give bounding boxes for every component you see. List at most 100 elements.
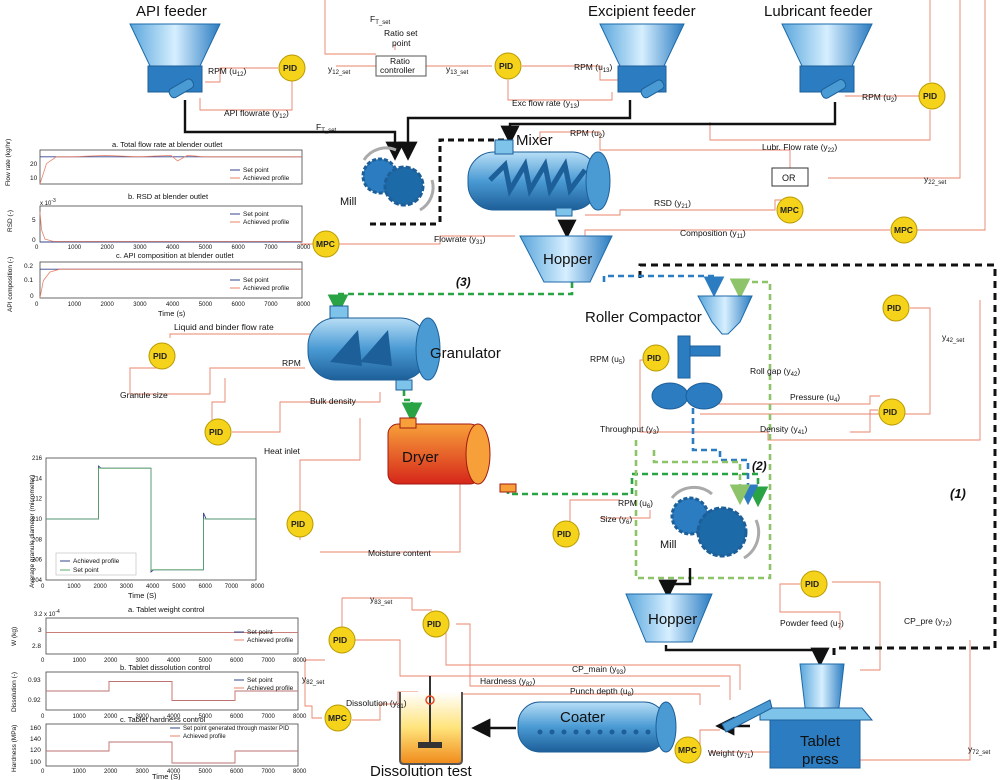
x-tick-label: 2000 bbox=[101, 302, 115, 308]
axis-label: Average granule diameter (micrometer) bbox=[29, 475, 36, 588]
series-line-achieved-profile bbox=[46, 681, 298, 701]
svg-text:Bulk density: Bulk density bbox=[310, 396, 357, 406]
x-tick-label: 2000 bbox=[101, 245, 115, 251]
svg-text:PID: PID bbox=[333, 635, 347, 645]
api-feeder: API feeder bbox=[129, 3, 221, 99]
mpc-controller-mixer: MPC bbox=[776, 196, 804, 224]
series-line-achieved-profile bbox=[39, 211, 302, 242]
svg-text:Size (y6): Size (y6) bbox=[600, 514, 632, 526]
x-tick-label: 0 bbox=[41, 714, 45, 720]
svg-text:PID: PID bbox=[283, 63, 297, 73]
hopper-bottom-label: Hopper bbox=[648, 611, 697, 628]
excipient-feeder-label: Excipient feeder bbox=[588, 3, 696, 20]
x-tick-label: 6000 bbox=[230, 658, 244, 664]
y-tick-label: 214 bbox=[32, 476, 43, 482]
svg-text:Achieved profile: Achieved profile bbox=[247, 637, 294, 644]
x-tick-label: 6000 bbox=[232, 302, 246, 308]
legend: Achieved profile Set point bbox=[55, 552, 137, 576]
mpc-controller-weight: MPC bbox=[674, 736, 702, 764]
svg-text:PID: PID bbox=[427, 619, 441, 629]
svg-text:x 10-3: x 10-3 bbox=[40, 198, 56, 207]
granulator-label: Granulator bbox=[430, 345, 501, 362]
svg-text:CP_main (y93): CP_main (y93) bbox=[572, 664, 626, 676]
series-line-achieved-profile bbox=[46, 741, 298, 764]
svg-text:MPC: MPC bbox=[316, 239, 335, 249]
x-tick-label: 5000 bbox=[199, 769, 213, 775]
x-tick-label: 7000 bbox=[262, 658, 276, 664]
x-tick-label: 4000 bbox=[166, 245, 180, 251]
svg-text:Set point: Set point bbox=[247, 629, 273, 636]
svg-text:Achieved profile: Achieved profile bbox=[243, 175, 290, 182]
svg-text:160: 160 bbox=[30, 725, 41, 732]
series-line-set-point bbox=[46, 467, 256, 571]
svg-text:0: 0 bbox=[32, 237, 36, 244]
x-tick-label: 8000 bbox=[297, 302, 311, 308]
x-tick-label: 6000 bbox=[232, 245, 246, 251]
mixer-label: Mixer bbox=[516, 132, 553, 149]
roller-compactor-label: Roller Compactor bbox=[585, 309, 702, 326]
svg-text:PID: PID bbox=[923, 91, 937, 101]
x-tick-label: 6000 bbox=[230, 769, 244, 775]
api-feeder-label: API feeder bbox=[136, 3, 207, 20]
svg-text:Lubr. Flow rate (y22): Lubr. Flow rate (y22) bbox=[762, 142, 837, 154]
svg-text:CP_pre (y72): CP_pre (y72) bbox=[904, 616, 952, 628]
svg-text:y42_set: y42_set bbox=[942, 332, 965, 344]
x-tick-label: 3000 bbox=[136, 714, 150, 720]
svg-text:RPM (u13): RPM (u13) bbox=[574, 62, 613, 74]
x-tick-label: 7000 bbox=[264, 245, 278, 251]
svg-text:PID: PID bbox=[499, 61, 513, 71]
svg-text:Density (y41): Density (y41) bbox=[760, 424, 807, 436]
svg-text:Moisture content: Moisture content bbox=[368, 548, 431, 558]
loop-1-label: (1) bbox=[950, 486, 966, 501]
x-tick-label: 3000 bbox=[133, 302, 147, 308]
x-tick-label: 8000 bbox=[293, 769, 307, 775]
svg-text:Set point: Set point bbox=[243, 167, 269, 174]
chart-title: c. API composition at blender outlet bbox=[116, 251, 234, 260]
svg-text:y82_set: y82_set bbox=[302, 674, 325, 686]
svg-text:PID: PID bbox=[153, 351, 167, 361]
svg-text:point: point bbox=[392, 38, 411, 48]
svg-text:y12_set: y12_set bbox=[328, 64, 351, 76]
svg-text:Dissolution (y81): Dissolution (y81) bbox=[346, 698, 407, 710]
mill-top-label: Mill bbox=[340, 196, 357, 208]
svg-text:3.2 x 10-4: 3.2 x 10-4 bbox=[34, 609, 60, 618]
or-box: OR bbox=[771, 167, 809, 187]
dryer-label: Dryer bbox=[402, 449, 439, 466]
y-tick-label: 216 bbox=[32, 456, 43, 462]
svg-text:MPC: MPC bbox=[894, 225, 913, 235]
legend: Set point Achieved profile bbox=[234, 677, 294, 692]
x-tick-label: 0 bbox=[41, 769, 45, 775]
svg-text:Achieved profile: Achieved profile bbox=[243, 285, 290, 292]
lubricant-feeder: Lubricant feeder bbox=[764, 3, 873, 99]
svg-text:3: 3 bbox=[38, 627, 42, 634]
pid-controller-roll-gap: PID bbox=[882, 294, 910, 322]
svg-text:controller: controller bbox=[380, 65, 415, 75]
y-tick-label: 208 bbox=[32, 537, 43, 543]
svg-text:Achieved profile: Achieved profile bbox=[73, 558, 120, 565]
dissolution-test-label: Dissolution test bbox=[370, 763, 473, 780]
x-tick-label: 5000 bbox=[172, 584, 186, 590]
pid-controller-hardness: PID bbox=[422, 610, 450, 638]
chart-blender: a. Total flow rate at blender outlet 20 … bbox=[5, 139, 311, 318]
excipient-feeder: Excipient feeder bbox=[588, 3, 696, 99]
svg-text:140: 140 bbox=[30, 736, 41, 743]
x-tick-label: 3000 bbox=[120, 584, 134, 590]
svg-text:Achieved profile: Achieved profile bbox=[247, 685, 294, 692]
svg-text:y83_set: y83_set bbox=[370, 594, 393, 606]
x-tick-label: 3000 bbox=[136, 658, 150, 664]
dryer: Dryer bbox=[387, 417, 517, 493]
x-tick-label: 1000 bbox=[73, 714, 87, 720]
x-tick-label: 8000 bbox=[293, 658, 307, 664]
pid-controller-bulk-density: PID bbox=[204, 418, 232, 446]
granulator: Granulator bbox=[307, 305, 501, 391]
x-tick-label: 7000 bbox=[262, 714, 276, 720]
chart-title: a. Tablet weight control bbox=[128, 605, 205, 614]
axis-label: RSD (-) bbox=[7, 210, 14, 232]
legend: Set point Achieved profile bbox=[230, 167, 290, 182]
x-tick-label: 0 bbox=[35, 245, 39, 251]
lubricant-feeder-label: Lubricant feeder bbox=[764, 3, 872, 20]
hopper-top: Hopper bbox=[519, 235, 613, 283]
